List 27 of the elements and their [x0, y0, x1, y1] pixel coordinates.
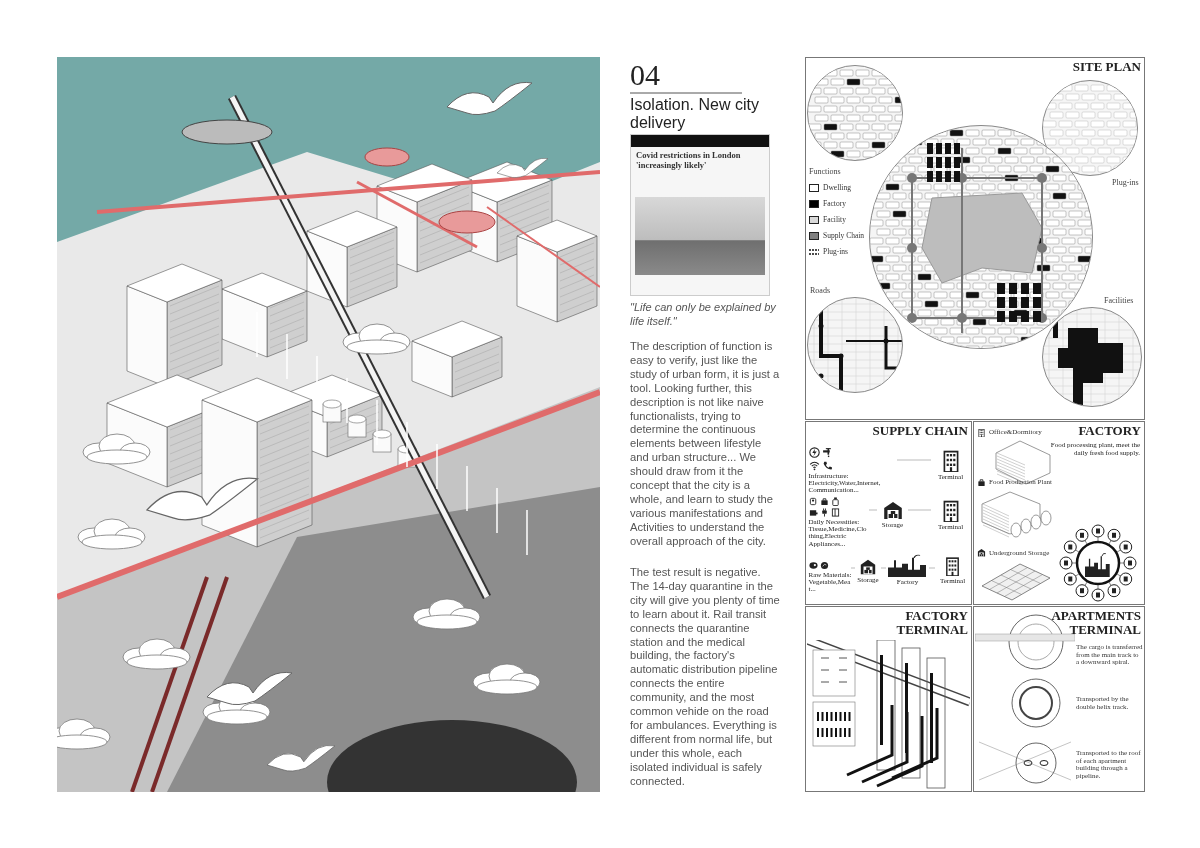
body-paragraph: The description of function is easy to verify, just like the study of urban form, it is just a tool. Looking further, this description is not like naive functionalists, trying to determine the continuous elements between lifestyle and urban structure... We should draw from it the concept that the city is a whole, and learn to study the various manifestations and Activities to understand the overall approach of the city. — [630, 340, 781, 549]
panel-title: APARTMENTS TERMINAL — [1050, 609, 1141, 637]
connector-line — [850, 567, 856, 569]
panel-title: SITE PLAN — [1072, 60, 1141, 74]
map-circle — [1041, 306, 1142, 407]
quote-text: "Life can only be explained by life itself." — [630, 300, 777, 328]
news-headline: Covid restrictions in London 'increasingly likely' — [636, 150, 742, 170]
body-paragraph: The test result is negative. The 14-day quarantine in the city will give you plenty of time to learn about it. Rail transit connects the quarantine station and the medical building, the factory's automatic distribution pipeline connects the entire community, and the most common vehide on the road for ambulances. Everything is different from normal life, but under this whole, each isolated individual is safely connected. — [630, 566, 781, 789]
map-label: Roads — [810, 286, 830, 295]
connector-line — [868, 509, 878, 511]
poster-title: Isolation. New city delivery — [630, 96, 760, 132]
map-label: Facilities — [1104, 296, 1134, 305]
connector-line — [896, 459, 932, 461]
panel — [805, 421, 972, 605]
panel-title: FACTORY TERMINAL — [895, 609, 968, 637]
label-number: 04 — [630, 60, 661, 90]
panel-title: FACTORY — [1078, 424, 1141, 438]
legend-heading: Functions — [809, 167, 842, 176]
connector-line — [907, 509, 932, 511]
map-label: Plug-ins — [1112, 178, 1139, 187]
panel-title: SUPPLY CHAIN — [872, 424, 968, 438]
map-circle — [868, 124, 1093, 349]
connector-line — [928, 567, 936, 569]
connector-line — [880, 567, 887, 569]
panel — [973, 606, 1145, 792]
panel — [805, 57, 1145, 420]
map-circle — [806, 296, 903, 393]
